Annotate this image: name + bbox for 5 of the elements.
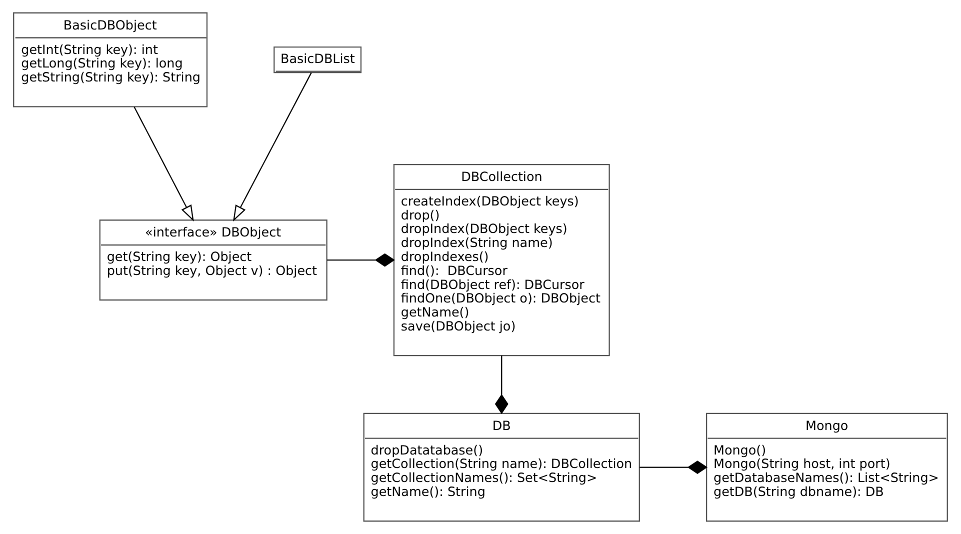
arrow — [134, 106, 194, 222]
arrow — [233, 72, 312, 222]
connector — [640, 460, 708, 474]
connector — [494, 356, 508, 414]
connector — [327, 253, 395, 267]
